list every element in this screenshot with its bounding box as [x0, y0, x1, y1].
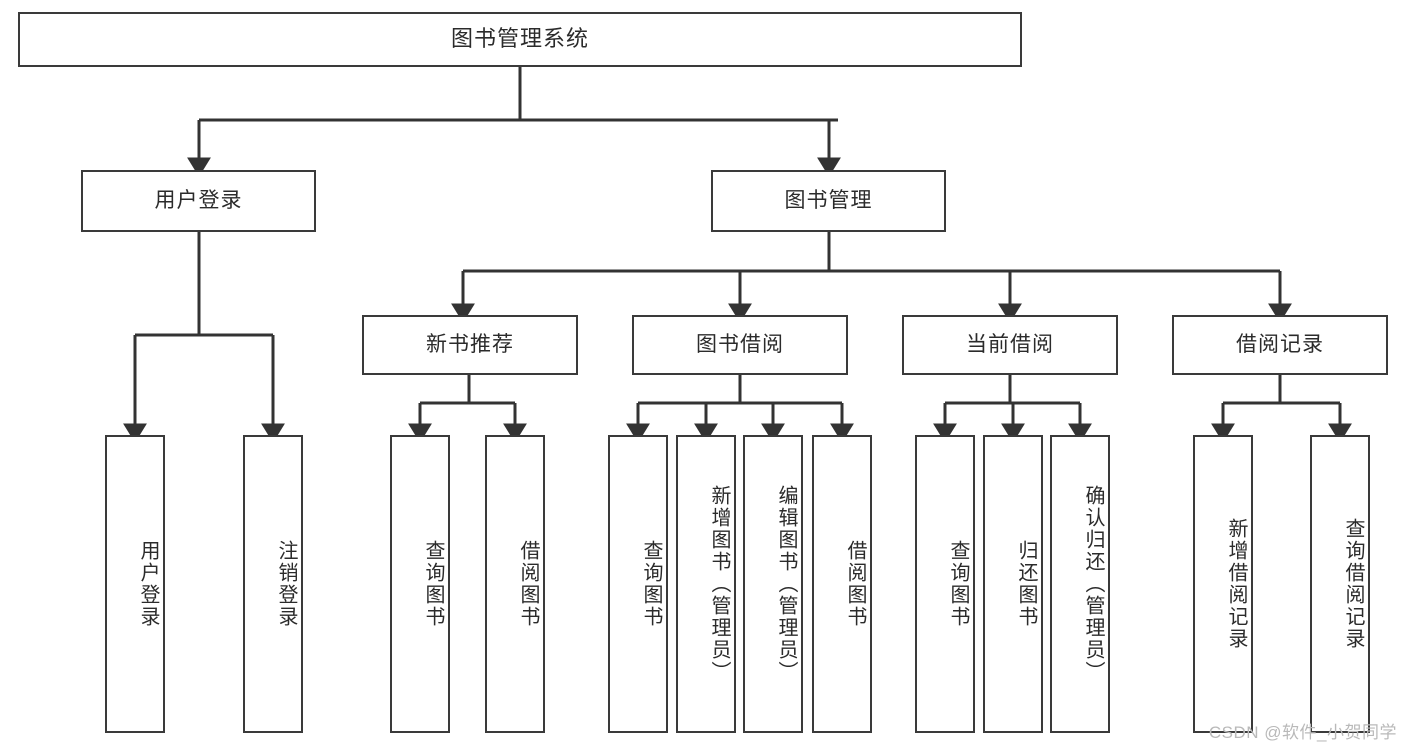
node-label: 新书推荐: [426, 333, 514, 357]
node-borrow-record[interactable]: 借阅记录: [1172, 315, 1388, 375]
node-label: 查询图书: [947, 540, 969, 628]
node-label: 当前借阅: [966, 333, 1054, 357]
node-label: 编辑图书（管理员）: [775, 485, 797, 683]
node-label: 用户登录: [137, 540, 159, 628]
leaf-add-borrow-record[interactable]: 新增借阅记录: [1193, 435, 1253, 733]
node-label: 查询图书: [422, 540, 444, 628]
leaf-return-book[interactable]: 归还图书: [983, 435, 1043, 733]
leaf-logout[interactable]: 注销登录: [243, 435, 303, 733]
node-label: 查询借阅记录: [1342, 518, 1364, 650]
node-user-login[interactable]: 用户登录: [81, 170, 316, 232]
node-label: 新增借阅记录: [1225, 518, 1247, 650]
node-new-book-recommend[interactable]: 新书推荐: [362, 315, 578, 375]
node-label: 图书借阅: [696, 333, 784, 357]
watermark-text: CSDN @软件_小贺同学: [1208, 723, 1397, 742]
node-root-system[interactable]: 图书管理系统: [18, 12, 1022, 67]
node-label: 新增图书（管理员）: [708, 485, 730, 683]
leaf-user-login[interactable]: 用户登录: [105, 435, 165, 733]
node-book-management[interactable]: 图书管理: [711, 170, 946, 232]
leaf-borrow-book[interactable]: 借阅图书: [812, 435, 872, 733]
leaf-query-book-borrow[interactable]: 查询图书: [608, 435, 668, 733]
leaf-edit-book-admin[interactable]: 编辑图书（管理员）: [743, 435, 803, 733]
leaf-query-borrow-record[interactable]: 查询借阅记录: [1310, 435, 1370, 733]
leaf-confirm-return-admin[interactable]: 确认归还（管理员）: [1050, 435, 1110, 733]
node-label: 图书管理系统: [450, 26, 589, 52]
node-label: 归还图书: [1015, 540, 1037, 628]
node-label: 借阅图书: [844, 540, 866, 628]
node-label: 确认归还（管理员）: [1082, 485, 1104, 683]
node-label: 借阅图书: [517, 540, 539, 628]
node-label: 用户登录: [154, 189, 243, 213]
node-current-borrow[interactable]: 当前借阅: [902, 315, 1118, 375]
node-label: 借阅记录: [1236, 333, 1324, 357]
leaf-query-book-current[interactable]: 查询图书: [915, 435, 975, 733]
node-label: 图书管理: [784, 189, 873, 213]
leaf-borrow-book-rec[interactable]: 借阅图书: [485, 435, 545, 733]
node-book-borrow[interactable]: 图书借阅: [632, 315, 848, 375]
leaf-add-book-admin[interactable]: 新增图书（管理员）: [676, 435, 736, 733]
node-label: 查询图书: [640, 540, 662, 628]
leaf-query-book-rec[interactable]: 查询图书: [390, 435, 450, 733]
node-label: 注销登录: [275, 540, 297, 628]
